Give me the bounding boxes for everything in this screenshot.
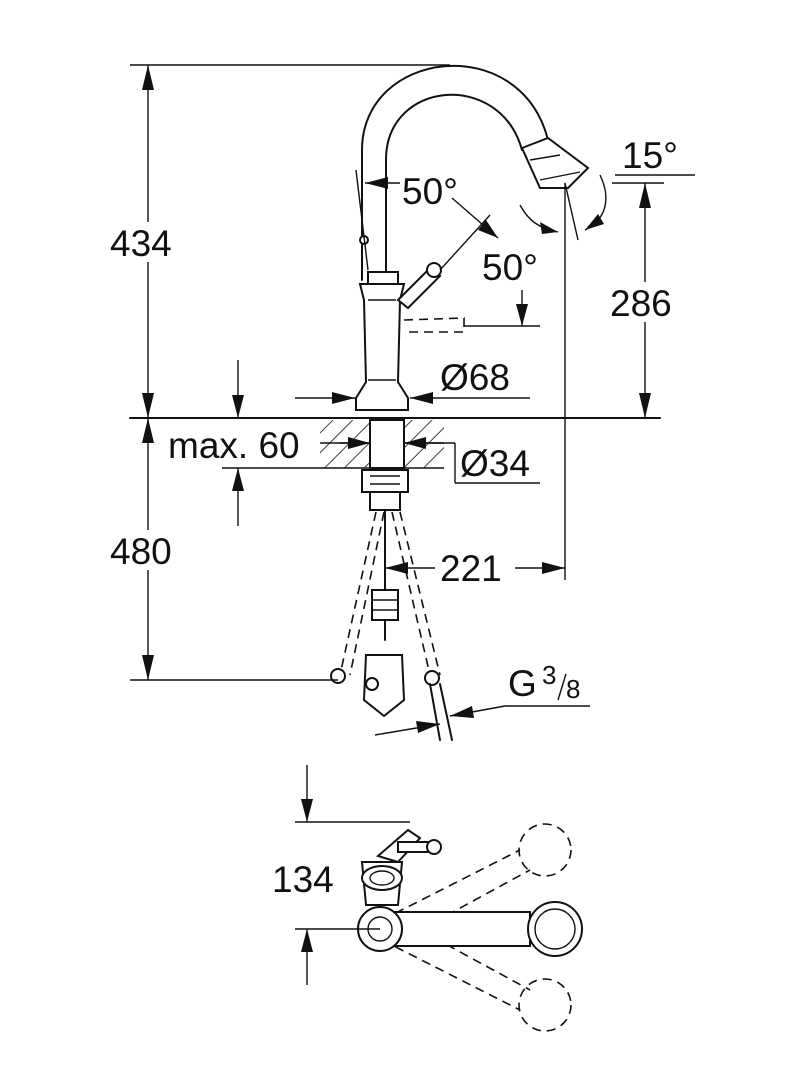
dim-286-label: 286: [610, 283, 672, 324]
dim-134-label: 134: [272, 859, 334, 900]
dimension-434: 434: [100, 64, 450, 418]
dim-thread-num: 3: [542, 660, 556, 690]
dimension-286: 286: [605, 182, 695, 418]
dimension-480: 480: [100, 418, 338, 681]
dimension-max60: max. 60: [165, 360, 315, 526]
dim-d34-label: Ø34: [460, 443, 530, 484]
dim-480-label: 480: [110, 531, 172, 572]
dimension-thread: G 3 8: [374, 660, 590, 736]
dim-thread-den: 8: [566, 674, 580, 704]
dimension-d34: Ø34: [340, 437, 544, 484]
faucet-front-view: [355, 64, 590, 411]
dim-15-label: 15°: [622, 135, 678, 176]
dim-thread-label: G: [508, 663, 537, 704]
dim-50b-label: 50°: [482, 247, 538, 288]
dimension-15deg: 15°: [519, 135, 695, 400]
dim-50a-label: 50°: [402, 171, 458, 212]
dim-max60-label: max. 60: [168, 425, 300, 466]
dim-221-label: 221: [440, 548, 502, 589]
dimension-134: 134: [272, 765, 410, 985]
below-deck-parts: [330, 419, 453, 741]
dimension-221: 221: [385, 400, 566, 589]
dim-434-label: 434: [110, 223, 172, 264]
dimension-50deg: 50° 50°: [355, 169, 540, 327]
faucet-top-view: [357, 823, 583, 1032]
dim-d68-label: Ø68: [440, 357, 510, 398]
dimension-d68: Ø68: [295, 357, 530, 404]
